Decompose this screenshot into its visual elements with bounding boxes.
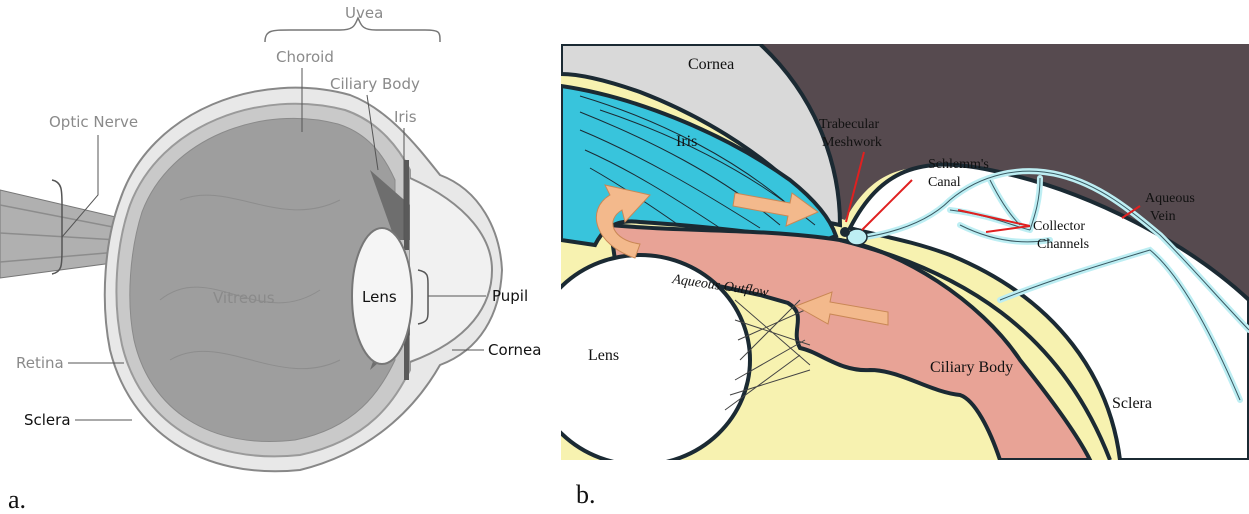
label-sclera-b: Sclera bbox=[1112, 395, 1152, 412]
label-trabecular-line2: Meshwork bbox=[822, 135, 882, 150]
label-cornea-b: Cornea bbox=[688, 56, 734, 73]
label-choroid: Choroid bbox=[276, 48, 334, 66]
label-schlemm-line2: Canal bbox=[928, 175, 961, 190]
label-retina: Retina bbox=[16, 354, 64, 372]
label-lens-a: Lens bbox=[362, 288, 397, 306]
label-vitreous: Vitreous bbox=[213, 289, 275, 307]
panel-b-tag: b. bbox=[576, 480, 596, 509]
label-ciliary-body-b: Ciliary Body bbox=[930, 359, 1013, 376]
panel-a-eye-anatomy: Uvea Choroid Ciliary Body Iris Optic Ner… bbox=[0, 4, 541, 514]
label-cornea-a: Cornea bbox=[488, 341, 541, 359]
trabecular-meshwork-shape bbox=[840, 227, 850, 237]
panel-b-outflow-pathway: Cornea Iris Trabecular Meshwork Schlemm'… bbox=[530, 44, 1249, 509]
schlemms-canal-shape bbox=[847, 229, 867, 245]
label-schlemm-line1: Schlemm's bbox=[928, 157, 989, 172]
label-aqueous-vein-line2: Vein bbox=[1150, 209, 1176, 224]
label-pupil: Pupil bbox=[492, 287, 528, 305]
panel-a-tag: a. bbox=[8, 485, 26, 514]
label-sclera-a: Sclera bbox=[24, 411, 71, 429]
label-ciliary-body-a: Ciliary Body bbox=[330, 75, 420, 93]
label-trabecular-line1: Trabecular bbox=[819, 117, 879, 132]
iris-upper bbox=[404, 160, 409, 250]
label-optic-nerve: Optic Nerve bbox=[49, 113, 138, 131]
label-uvea: Uvea bbox=[345, 4, 383, 22]
label-iris-b: Iris bbox=[676, 133, 697, 150]
label-collector-line1: Collector bbox=[1033, 219, 1085, 234]
label-collector-line2: Channels bbox=[1037, 237, 1089, 252]
label-iris-a: Iris bbox=[394, 108, 417, 126]
label-lens-b: Lens bbox=[588, 347, 619, 364]
label-aqueous-vein-line1: Aqueous bbox=[1145, 191, 1195, 206]
